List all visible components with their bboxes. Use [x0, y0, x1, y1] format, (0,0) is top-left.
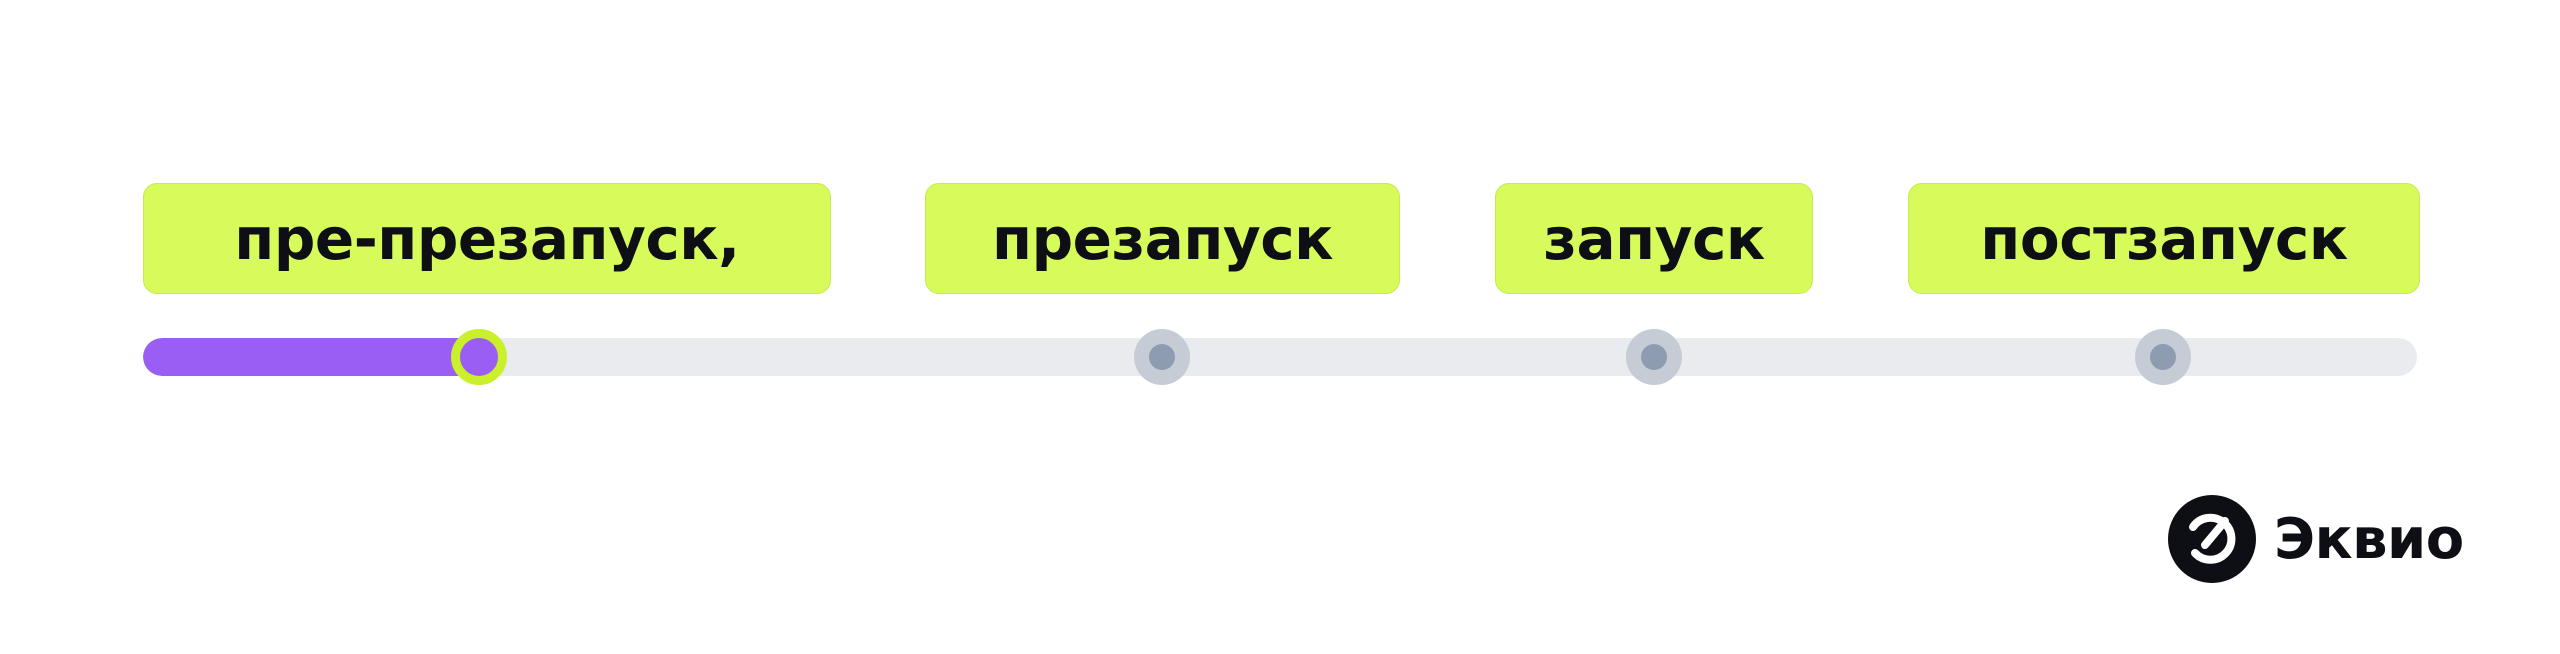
stage-label-prelaunch: презапуск	[925, 183, 1400, 294]
marker-dot	[2150, 344, 2176, 370]
marker-dot	[468, 346, 490, 368]
marker-dot	[1149, 344, 1175, 370]
stage-marker-postlaunch	[2135, 329, 2191, 385]
ekvio-logo-icon	[2168, 495, 2256, 583]
stage-marker-pre-prelaunch	[451, 329, 507, 385]
progress-fill	[143, 338, 479, 376]
stage-label-launch: запуск	[1495, 183, 1813, 294]
brand-name: Эквио	[2274, 506, 2464, 572]
brand-logo: Эквио	[2168, 494, 2464, 584]
stage-label-postlaunch: постзапуск	[1908, 183, 2420, 294]
stage-marker-launch	[1626, 329, 1682, 385]
marker-dot	[1641, 344, 1667, 370]
stage-label-pre-prelaunch: пре-презапуск,	[143, 183, 831, 294]
stage-marker-prelaunch	[1134, 329, 1190, 385]
progress-track	[143, 338, 2417, 376]
